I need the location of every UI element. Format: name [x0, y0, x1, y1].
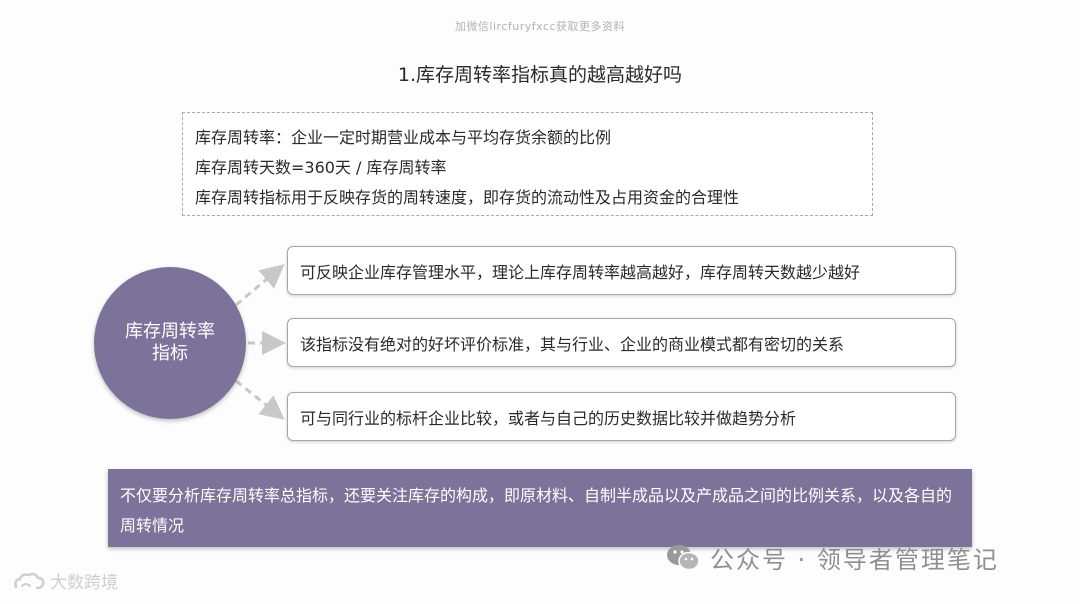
- slide-title: 1.库存周转率指标真的越高越好吗: [397, 64, 683, 86]
- point-box: 可反映企业库存管理水平，理论上库存周转率越高越好，库存周转天数越少越好: [287, 246, 956, 295]
- dashed-arrow-icon: [235, 379, 285, 420]
- dashed-arrow-icon: [235, 264, 285, 307]
- cloud-logo-icon: [14, 572, 45, 589]
- definition-line: 库存周转指标用于反映存货的周转速度，即存货的流动性及占用资金的合理性: [195, 188, 740, 207]
- corner-logo-text: 大数跨境: [50, 573, 118, 593]
- center-circle-label: 库存周转率 指标: [125, 321, 215, 364]
- corner-logo: 大数跨境: [12, 568, 118, 593]
- point-box: 该指标没有绝对的好坏评价标准，其与行业、企业的商业模式都有密切的关系: [287, 318, 956, 367]
- top-watermark: 加微信lircfuryfxcc获取更多资料: [454, 20, 626, 33]
- point-box: 可与同行业的标杆企业比较，或者与自己的历史数据比较并做趋势分析: [287, 392, 956, 441]
- definition-line: 库存周转率：企业一定时期营业成本与平均存货余额的比例: [195, 128, 612, 147]
- definition-line: 库存周转天数=360天 / 库存周转率: [195, 158, 447, 177]
- summary-bar: 不仅要分析库存周转率总指标，还要关注库存的构成，即原材料、自制半成品以及产成品之…: [108, 469, 972, 547]
- center-circle: 库存周转率 指标: [94, 267, 246, 419]
- wechat-icon: [667, 544, 700, 570]
- wechat-watermark: 公众号 · 领导者管理笔记: [666, 540, 999, 575]
- wechat-watermark-text: 公众号 · 领导者管理笔记: [710, 546, 999, 574]
- definition-box: 库存周转率：企业一定时期营业成本与平均存货余额的比例 库存周转天数=360天 /…: [182, 112, 873, 216]
